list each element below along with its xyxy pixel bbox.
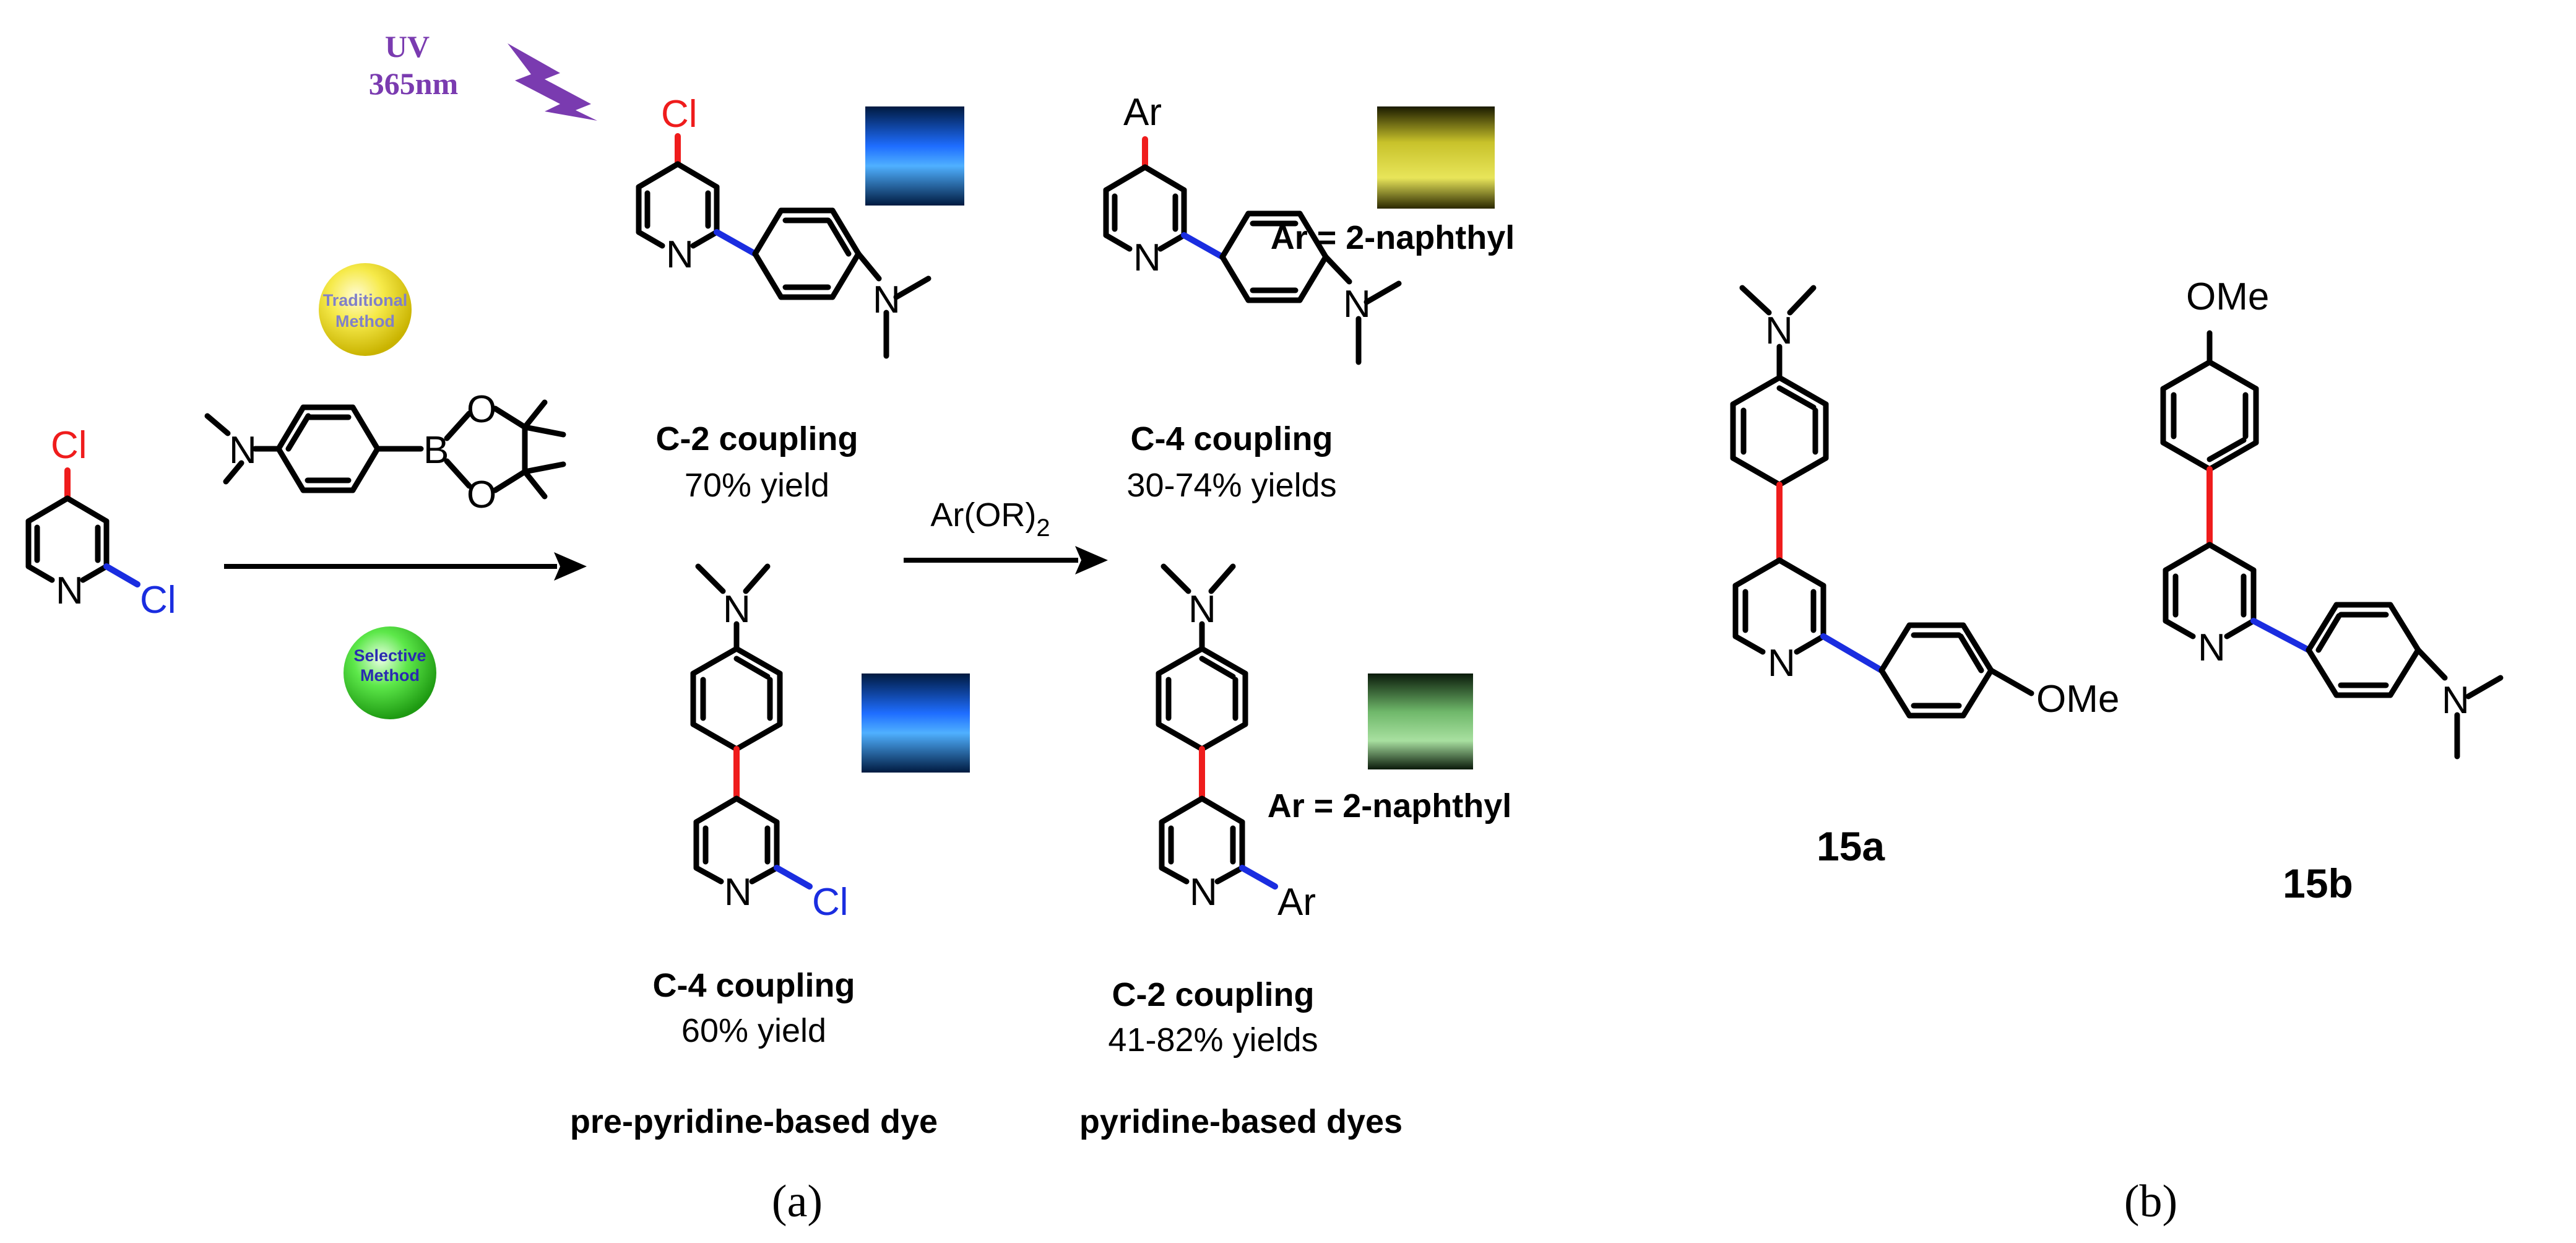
cl-atom-label: Cl — [140, 579, 176, 622]
n-atom-label: N — [723, 588, 751, 631]
ome-group-label: OMe — [2036, 678, 2119, 721]
ar-atom-label: Ar — [1277, 881, 1316, 924]
uv-indicator: UV 365nm — [369, 29, 597, 121]
b-atom-label: B — [423, 429, 449, 472]
product-yield: 41-82% yields — [1108, 1021, 1318, 1059]
n-atom-label: N — [1765, 310, 1793, 352]
traditional-method-badge: Traditional Method — [319, 263, 412, 356]
aryl-definition: Ar = 2-naphthyl — [1268, 787, 1512, 825]
reaction-arrow-second: Ar(OR)2 — [904, 496, 1108, 574]
badge-text: Selective — [353, 646, 426, 665]
n-atom-label: N — [724, 871, 752, 914]
product-title: C-2 coupling — [656, 420, 858, 457]
product-yield: 60% yield — [681, 1012, 826, 1049]
compound-label: 15b — [2283, 860, 2353, 906]
product-c4-coupling-chloro: N N Cl C-4 coupling 60% yield pre-pyridi… — [570, 563, 938, 1140]
selective-method-badge: Selective Method — [344, 626, 436, 719]
product-title: C-4 coupling — [1131, 420, 1333, 457]
compound-15a-structure: N N OMe 15a — [1730, 285, 2119, 869]
product-class-label: pre-pyridine-based dye — [570, 1103, 938, 1140]
product-c2-coupling-aryl: N N Ar Ar = 2-naphthyl C-2 coupling 41-8… — [1079, 563, 1512, 1140]
n-atom-label: N — [1768, 642, 1796, 685]
cl-atom-label: Cl — [51, 424, 87, 467]
vial-green-bottom — [1368, 673, 1473, 769]
uv-label: UV — [385, 29, 430, 64]
n-atom-label: N — [2198, 626, 2226, 669]
vial-blue-bottom — [862, 673, 970, 773]
product-c2-coupling-chloro: Cl N N C-2 coupling 70% yield — [636, 93, 931, 504]
badge-text: Method — [360, 666, 420, 685]
starting-material-dichloropyridine: Cl N Cl — [25, 424, 176, 622]
product-yield: 70% yield — [685, 467, 829, 504]
reaction-arrow-main — [224, 552, 587, 581]
vial-blue-top — [865, 106, 964, 206]
panel-label-b: (b) — [2124, 1176, 2177, 1227]
o-atom-label: O — [467, 388, 496, 431]
reagent-label: Ar(OR)2 — [930, 496, 1050, 542]
product-title: C-2 coupling — [1112, 976, 1315, 1013]
badge-text: Method — [335, 312, 395, 331]
yellow-badge-icon — [319, 263, 412, 356]
lightning-bolt-icon — [508, 43, 597, 121]
n-atom-label: N — [1190, 871, 1217, 914]
badge-text: Traditional — [323, 291, 408, 310]
ar-atom-label: Ar — [1123, 91, 1162, 134]
cl-atom-label: Cl — [661, 93, 698, 136]
panel-label-a: (a) — [772, 1176, 823, 1227]
compound-15b-structure: OMe N N 15b — [2160, 275, 2504, 906]
compound-label: 15a — [1817, 823, 1885, 869]
cl-atom-label: Cl — [812, 881, 849, 924]
aryl-definition: Ar = 2-naphthyl — [1271, 219, 1515, 256]
product-class-label: pyridine-based dyes — [1079, 1103, 1403, 1140]
n-atom-label: N — [229, 429, 257, 472]
uv-wavelength-label: 365nm — [369, 66, 458, 101]
o-atom-label: O — [467, 474, 496, 516]
n-atom-label: N — [666, 233, 694, 276]
ome-group-label: OMe — [2186, 275, 2269, 318]
n-atom-label: N — [1188, 588, 1216, 631]
boronate-reagent: N B O O — [204, 388, 566, 516]
green-badge-icon — [344, 626, 436, 719]
n-atom-label: N — [1133, 236, 1161, 279]
n-atom-label: N — [1343, 283, 1371, 326]
n-atom-label: N — [56, 570, 84, 612]
product-yield: 30-74% yields — [1126, 467, 1336, 504]
n-atom-label: N — [2442, 679, 2470, 722]
product-c4-coupling-aryl: Ar N N Ar = 2-naphthyl C-4 coupling 30-7… — [1103, 91, 1515, 504]
vial-yellow-top — [1377, 106, 1495, 209]
product-title: C-4 coupling — [653, 967, 855, 1004]
n-atom-label: N — [873, 279, 901, 321]
